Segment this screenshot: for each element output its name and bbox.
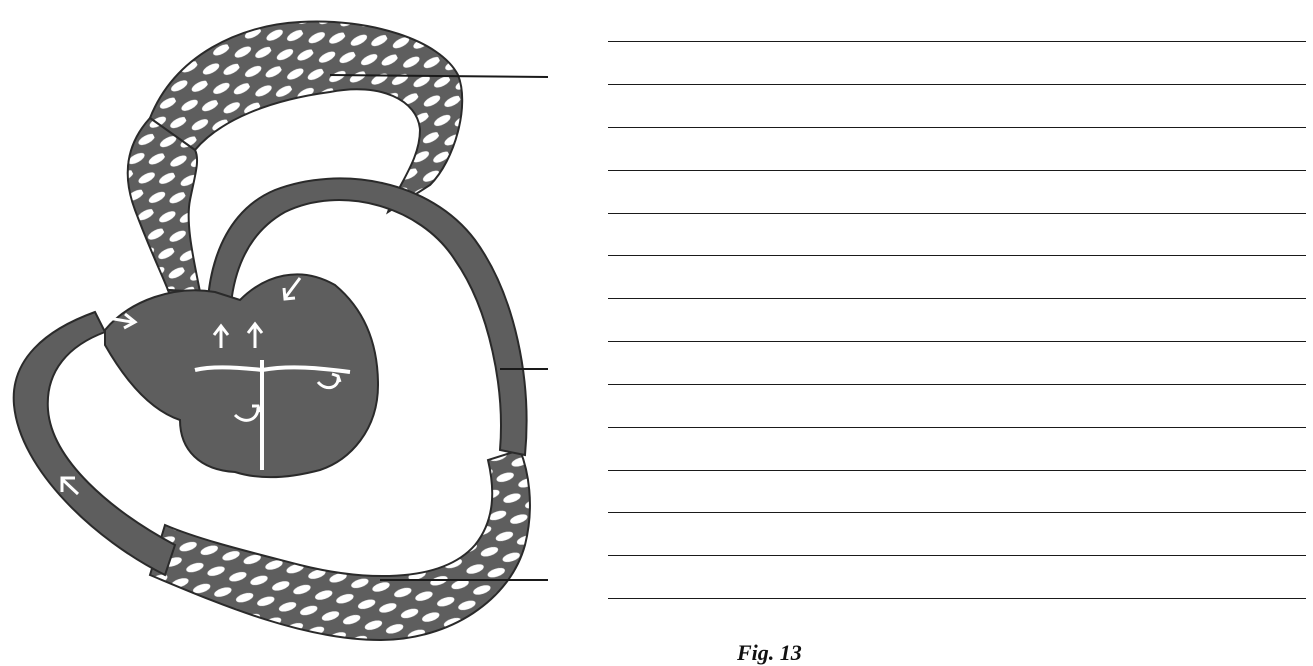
answer-line (608, 384, 1306, 385)
answer-line (608, 341, 1306, 342)
systemic-capillary-bed (150, 450, 530, 640)
pulmonary-capillary-bed (128, 22, 462, 292)
answer-line (608, 298, 1306, 299)
answer-line (608, 470, 1306, 471)
blood-vessels (14, 178, 527, 575)
figure-caption: Fig. 13 (737, 640, 802, 666)
answer-line (608, 213, 1306, 214)
answer-line (608, 84, 1306, 85)
answer-line (608, 555, 1306, 556)
answer-line (608, 127, 1306, 128)
answer-line (608, 170, 1306, 171)
arrow-down-icon (479, 368, 493, 394)
answer-line (608, 255, 1306, 256)
answer-line (608, 41, 1306, 42)
answer-line (608, 427, 1306, 428)
answer-line (608, 512, 1306, 513)
answer-line (608, 598, 1306, 599)
circulation-diagram (0, 0, 620, 666)
answer-lines (608, 0, 1308, 666)
